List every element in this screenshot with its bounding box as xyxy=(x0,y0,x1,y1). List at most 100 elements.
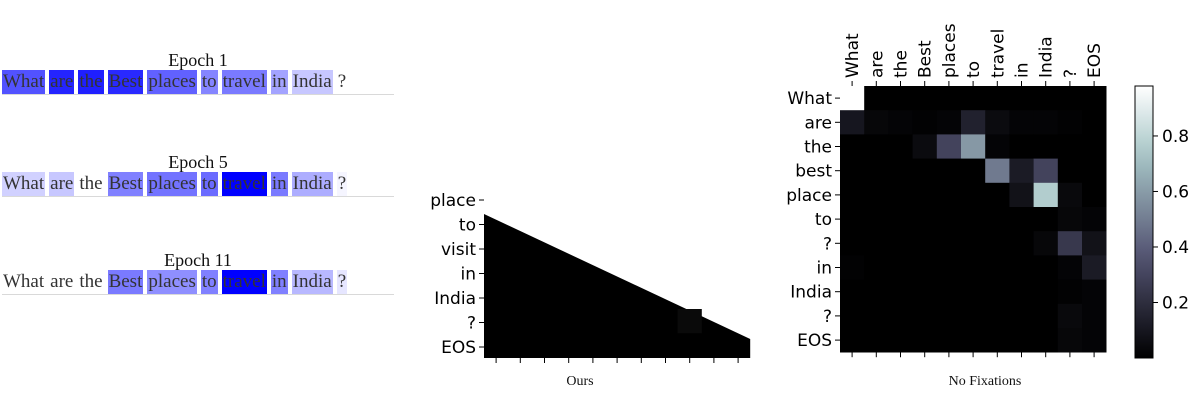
heatmap-cell xyxy=(985,207,1010,232)
y-tick-label: in xyxy=(461,265,477,285)
y-tick-label: to xyxy=(459,216,476,236)
heatmap-cell xyxy=(912,182,938,208)
heatmap-cell xyxy=(1009,86,1034,111)
heatmap-cell xyxy=(1082,182,1107,208)
x-tick-label: ? xyxy=(1061,69,1081,78)
heatmap-cell xyxy=(1057,110,1083,135)
x-tick-label: are xyxy=(867,51,887,79)
x-tick-label: India xyxy=(1037,36,1057,78)
token: Best xyxy=(107,172,144,196)
colorbar-tick-label: 0.2 xyxy=(1162,293,1189,313)
heatmap-cell xyxy=(985,86,1010,111)
heatmap-cell xyxy=(961,303,986,329)
heatmap-cell xyxy=(985,110,1010,135)
heatmap-cell xyxy=(1082,279,1107,305)
heatmap-cell xyxy=(985,303,1010,329)
heatmap-cell xyxy=(961,207,986,232)
heatmap-cell xyxy=(936,110,962,135)
heatmap-cell xyxy=(912,279,938,305)
y-tick-label: India xyxy=(790,283,832,303)
y-tick-label: EOS xyxy=(797,331,832,351)
heatmap-cell xyxy=(888,279,913,305)
y-tick-label: are xyxy=(805,113,833,133)
heatmap-cell xyxy=(1009,255,1034,280)
heatmap-cell xyxy=(888,110,913,135)
token: ? xyxy=(336,172,348,196)
token: in xyxy=(270,270,288,294)
token: in xyxy=(270,172,288,196)
heatmap-cell xyxy=(840,328,865,353)
heatmap-cell xyxy=(1082,207,1107,232)
x-tick-label: EOS xyxy=(1085,43,1105,78)
token: travel xyxy=(221,70,267,94)
y-tick-label: EOS xyxy=(441,338,476,358)
token: the xyxy=(78,270,104,294)
caption-ours: Ours xyxy=(566,374,594,389)
heatmap-cell xyxy=(961,110,986,135)
heatmap-cell xyxy=(912,158,938,184)
heatmap-cell xyxy=(864,158,889,184)
heatmap-cell xyxy=(1057,328,1083,353)
heatmap-cell xyxy=(936,182,962,208)
colorbar: 0.20.40.60.8 xyxy=(1134,85,1189,359)
token: the xyxy=(78,172,104,196)
heatmap-cell xyxy=(840,279,865,305)
token: to xyxy=(200,70,218,94)
heatmap-cell xyxy=(961,255,986,280)
token: to xyxy=(200,172,218,196)
colorbar-gradient xyxy=(1134,85,1154,359)
colorbar-tick-label: 0.8 xyxy=(1162,127,1189,147)
token: Best xyxy=(107,70,144,94)
heatmap-cell xyxy=(840,303,865,329)
heatmap-cell xyxy=(936,158,962,184)
heatmap-cell xyxy=(1009,158,1034,184)
heatmap-cell xyxy=(961,279,986,305)
heatmap-cell xyxy=(1033,158,1059,184)
heatmap-cell xyxy=(961,328,986,353)
heatmap-cell xyxy=(1082,110,1107,135)
heatmap-cell xyxy=(961,182,986,208)
heatmap-cell xyxy=(840,207,865,232)
y-tick-label: in xyxy=(817,259,833,279)
heatmap-cell xyxy=(888,182,913,208)
heatmap-cell xyxy=(864,86,889,111)
token: What xyxy=(2,172,46,196)
colorbar-tick-label: 0.6 xyxy=(1162,182,1189,202)
y-tick-label: India xyxy=(434,289,476,309)
heatmap-cell xyxy=(840,134,865,159)
heatmap-cell xyxy=(864,303,889,329)
heatmap-cell xyxy=(912,134,938,159)
heatmap-cell xyxy=(912,255,938,280)
heatmap-cell xyxy=(936,279,962,305)
heatmap-cell xyxy=(1033,279,1059,305)
x-tick-label: places xyxy=(940,23,960,78)
x-tick-label: the xyxy=(892,50,912,78)
heatmap-cell xyxy=(936,86,962,111)
y-tick-label: to xyxy=(815,210,832,230)
heatmap-cell xyxy=(1082,255,1107,280)
heatmap-cell xyxy=(1057,182,1083,208)
heatmap-cell xyxy=(864,279,889,305)
y-tick-label: place xyxy=(430,191,476,211)
heatmap-cell xyxy=(1009,328,1034,353)
heatmap-cell xyxy=(1033,303,1059,329)
heatmap-cell xyxy=(985,255,1010,280)
heatmap-cell xyxy=(677,309,702,334)
heatmap-cell xyxy=(985,134,1010,159)
heatmap-cell xyxy=(985,231,1010,256)
heatmap-cell xyxy=(864,231,889,256)
heatmap-cell xyxy=(985,279,1010,305)
heatmap-cell xyxy=(864,255,889,280)
heatmap-mask xyxy=(484,214,751,358)
heatmap-cell xyxy=(1057,255,1083,280)
heatmap-cell xyxy=(936,303,962,329)
token: travel xyxy=(221,172,267,196)
y-tick-label: What xyxy=(787,89,832,109)
heatmap-cell xyxy=(888,328,913,353)
token: are xyxy=(49,172,75,196)
heatmap-cell xyxy=(1009,110,1034,135)
